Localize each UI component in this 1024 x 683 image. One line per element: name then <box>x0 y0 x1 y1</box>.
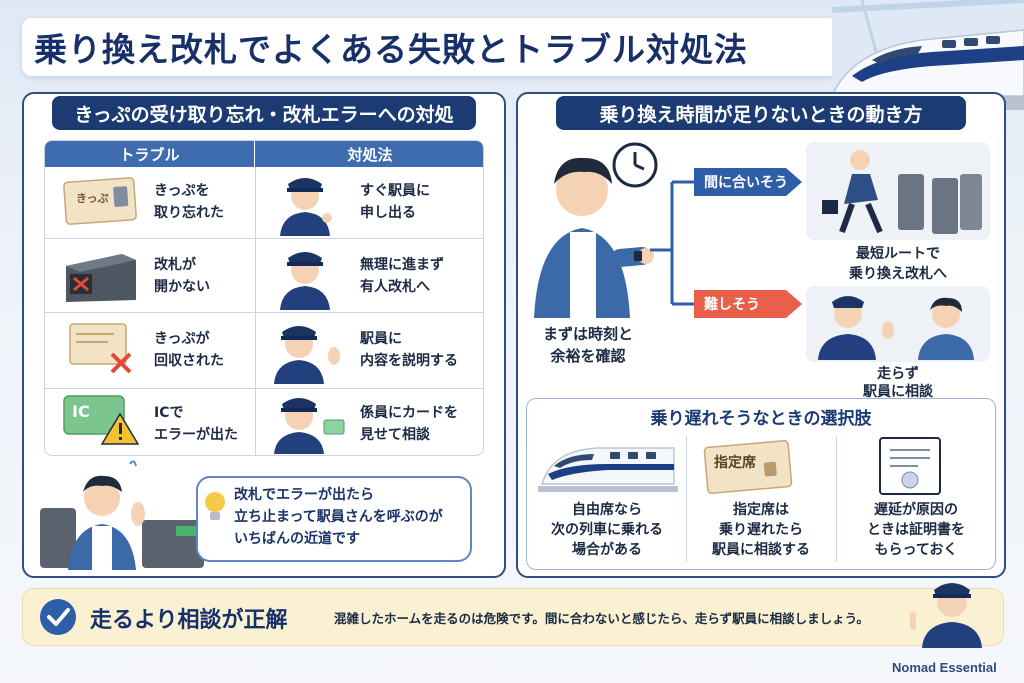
option-text: 乗り遅れたら <box>719 522 803 538</box>
action-text: 見せて相談 <box>360 427 430 443</box>
trouble-text: エラーが出た <box>154 427 238 443</box>
trouble-text: ICで <box>154 405 184 421</box>
action-text: 駅員に <box>360 331 402 347</box>
action-text: すぐ駅員に <box>360 183 430 199</box>
action-text: 無理に進まず <box>360 257 444 273</box>
trouble-text: きっぷを <box>154 183 210 199</box>
hard-tag-shape <box>694 290 802 318</box>
option-text: 駅員に相談する <box>712 542 810 558</box>
right-panel-header: 乗り換え時間が足りないときの動き方 <box>556 96 966 130</box>
confused-passenger-illustration <box>40 460 204 570</box>
reserved-seat-ticket-icon <box>703 440 793 494</box>
action-text: 内容を説明する <box>360 353 458 369</box>
table-row <box>45 313 483 389</box>
hard-text: 走らず <box>877 366 919 382</box>
ticket-gate-icon <box>66 254 136 302</box>
hard-text: 駅員に相談 <box>863 384 933 400</box>
options-header: 乗り遅れそうなときの選択肢 <box>650 409 872 429</box>
check-time-text: 余裕を確認 <box>550 347 626 365</box>
advice-text: いちばんの近道です <box>234 531 360 547</box>
option-text: 指定席は <box>733 502 789 518</box>
bottom-banner <box>22 588 1004 646</box>
hard-tag: 難しそう <box>704 297 760 313</box>
station-staff-card-icon <box>274 398 345 454</box>
ok-text: 乗り換え改札へ <box>849 266 947 282</box>
trouble-text: 取り忘れた <box>154 205 224 221</box>
option-text: 場合がある <box>572 542 642 558</box>
title-box: 乗り換え改札でよくある失敗とトラブル対処法 <box>22 18 838 76</box>
ok-tag: 間に合いそう <box>704 175 788 191</box>
clock-icon <box>612 142 658 188</box>
ic-card-label: IC <box>72 402 90 421</box>
option-text: ときは証明書を <box>867 522 965 538</box>
advice-text: 立ち止まって駅員さんを呼ぶのが <box>234 509 443 525</box>
ticket-icon <box>63 177 137 225</box>
left-panel-header: きっぷの受け取り忘れ・改札エラーへの対処 <box>52 96 476 130</box>
certificate-icon <box>879 437 941 495</box>
table-row <box>45 239 483 313</box>
ok-text: 最短ルートで <box>856 246 940 262</box>
express-train-icon <box>538 447 678 492</box>
passenger-checking-watch-illustration <box>534 157 654 318</box>
advice-text: 改札でエラーが出たら <box>234 487 374 503</box>
action-text: 申し出る <box>360 205 416 221</box>
action-text: 有人改札へ <box>360 279 430 295</box>
station-staff-icon <box>280 252 330 310</box>
station-staff-pointing-illustration <box>910 583 982 648</box>
collected-ticket-icon <box>69 323 132 374</box>
option-text: 遅延が原因の <box>874 502 958 518</box>
option-text: 次の列車に乗れる <box>551 522 663 538</box>
table-row <box>45 167 483 239</box>
bottom-message: 混雑したホームを走るのは危険です。間に合わないと感じたら、走らず駅員に相談しまし… <box>334 611 869 626</box>
station-staff-explaining-icon <box>274 326 340 384</box>
brand-logo-text: Nomad Essential <box>892 660 997 675</box>
trouble-text: 回収された <box>154 353 224 369</box>
consult-staff-illustration <box>818 296 974 360</box>
shinkansen-illustration <box>832 0 1024 110</box>
trouble-text: きっぷが <box>154 331 210 347</box>
walking-to-gate-illustration <box>822 150 982 234</box>
action-text: 係員にカードを <box>360 405 458 421</box>
branch-connector <box>650 180 698 306</box>
check-icon <box>40 599 76 635</box>
ic-card-warning-icon <box>63 395 140 445</box>
trouble-text: 改札が <box>154 257 196 273</box>
page-title: 乗り換え改札でよくある失敗とトラブル対処法 <box>34 30 748 69</box>
advice-bubble <box>196 476 472 562</box>
reserved-seat-label: 指定席 <box>714 455 756 471</box>
lightbulb-icon <box>205 492 225 520</box>
bottom-headline: 走るより相談が正解 <box>90 608 288 633</box>
option-text: もらっておく <box>874 542 958 558</box>
ticket-icon-label: きっぷ <box>76 192 109 205</box>
ok-tag-shape <box>694 168 802 196</box>
station-staff-icon <box>280 178 332 236</box>
option-text: 自由席なら <box>572 502 642 518</box>
check-time-text: まずは時刻と <box>542 325 633 343</box>
col-header-action: 対処法 <box>255 141 483 167</box>
col-header-trouble: トラブル <box>45 141 255 167</box>
trouble-text: 開かない <box>154 279 210 295</box>
